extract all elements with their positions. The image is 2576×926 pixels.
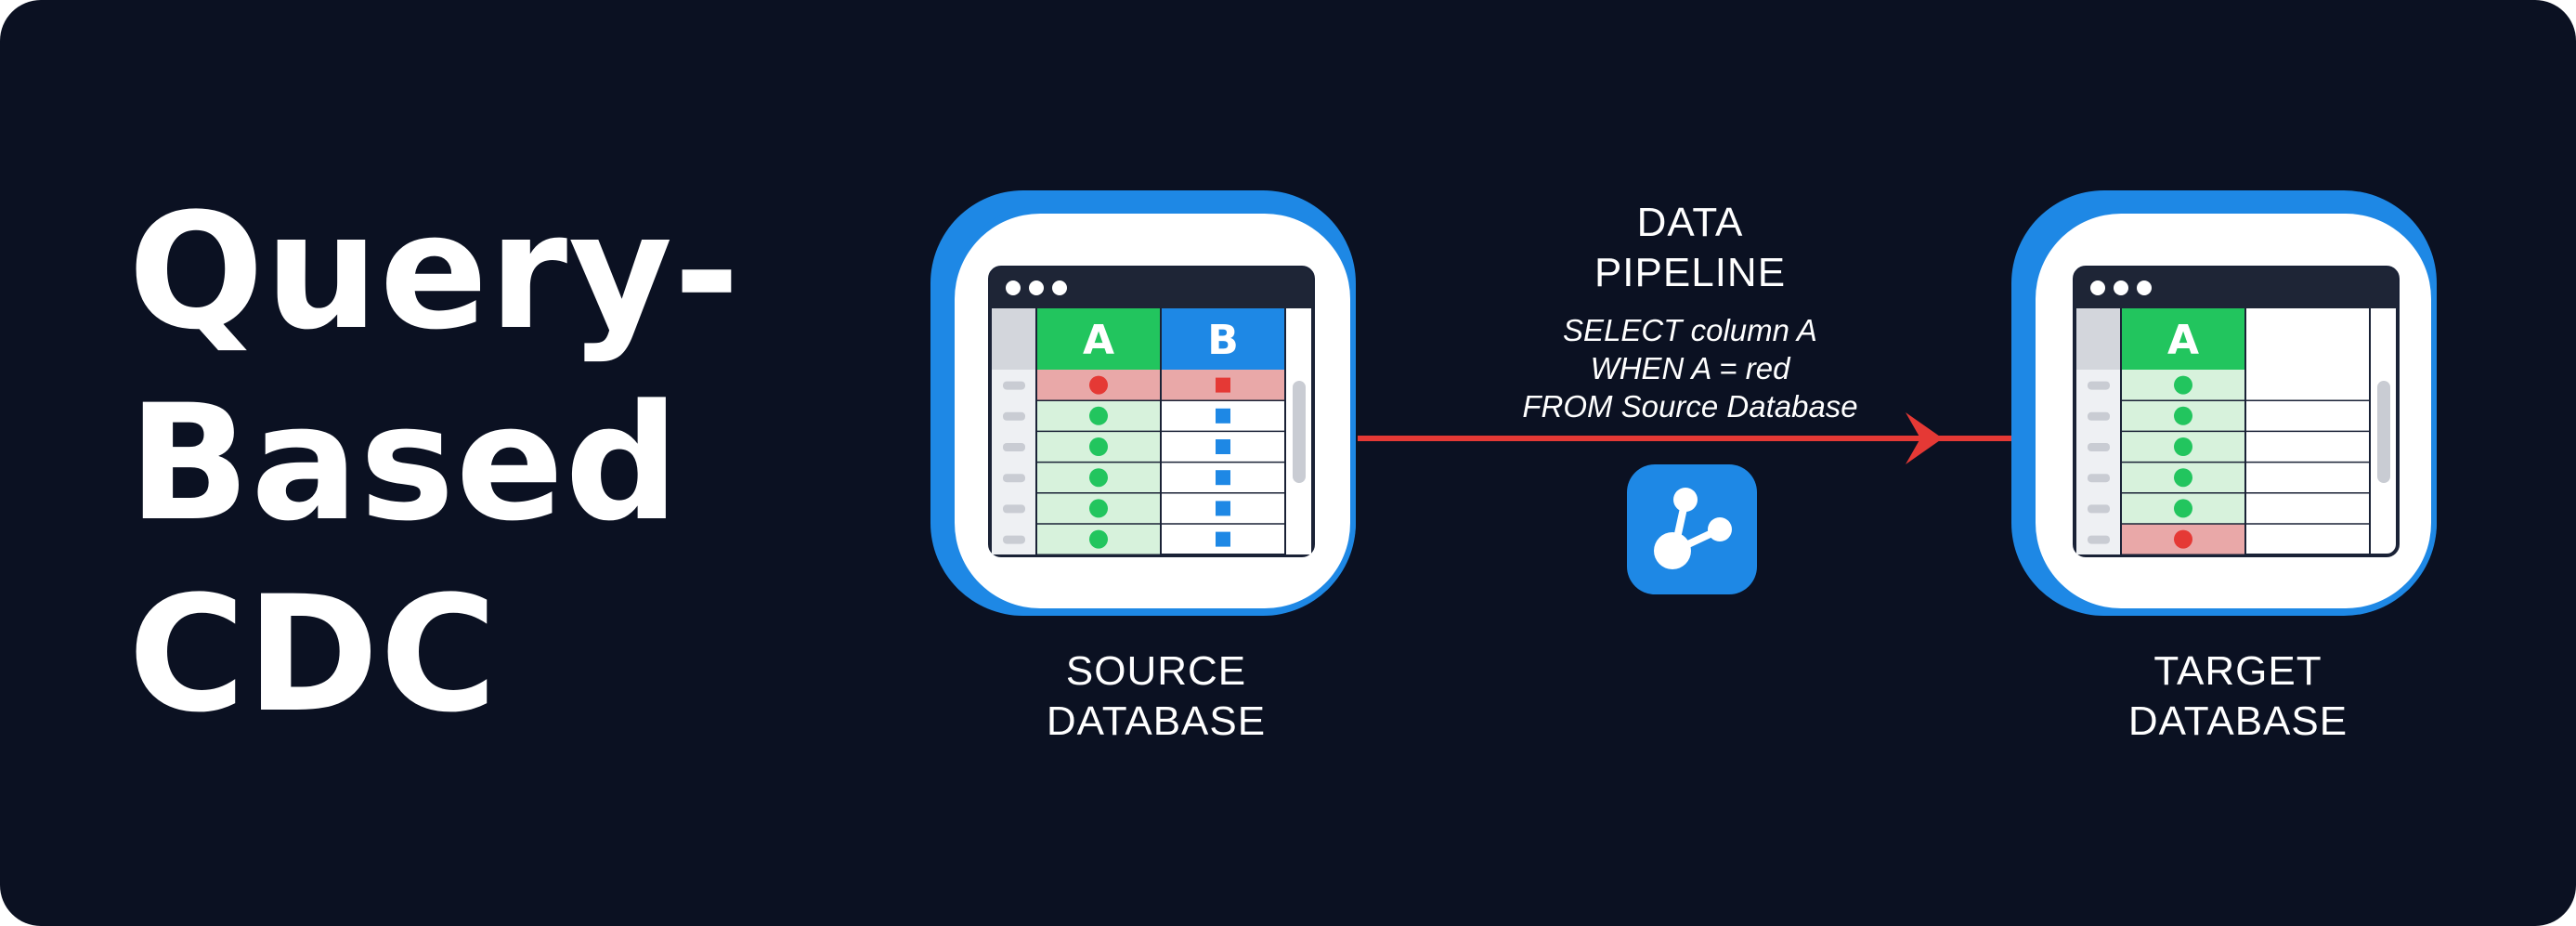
source-col-b-label: B <box>1207 317 1239 364</box>
target-database-icon: A <box>2011 190 2437 616</box>
source-window-dot-icon <box>1052 280 1067 295</box>
green-dot-marker <box>1089 437 1108 456</box>
source-window-dot-icon <box>1006 280 1021 295</box>
title-line-3: CDC <box>128 561 499 748</box>
target-label-line-1: TARGET <box>2153 648 2322 694</box>
source-database-label: SOURCE DATABASE <box>1003 646 1309 747</box>
pipeline-label-line-2: PIPELINE <box>1594 250 1787 295</box>
pipeline-label-line-1: DATA <box>1636 200 1744 245</box>
title-line-1: Query- <box>128 178 741 365</box>
red-dot-marker <box>2174 529 2192 549</box>
green-dot-marker <box>2174 375 2192 395</box>
blue-square-marker <box>1216 439 1230 454</box>
row-handle[interactable] <box>2088 535 2110 544</box>
red-square-marker <box>1216 377 1230 393</box>
target-scrollbar[interactable] <box>2377 381 2390 483</box>
source-col-b-header <box>1161 308 1285 370</box>
target-window-dot-icon <box>2137 280 2152 295</box>
green-dot-marker <box>1089 406 1108 425</box>
target-window-titlebar <box>2075 267 2398 308</box>
source-col-a-label: A <box>1083 317 1114 364</box>
target-window-dot-icon <box>2090 280 2105 295</box>
title-line-2: Based <box>128 370 681 556</box>
green-dot-marker <box>1089 499 1108 518</box>
blue-square-marker <box>1216 470 1230 486</box>
target-col-a-label: A <box>2167 317 2199 364</box>
row-handle[interactable] <box>1003 411 1025 421</box>
pipeline-arrow-head-icon <box>1906 412 1943 464</box>
source-col-a-header <box>1036 308 1161 370</box>
source-label-line-1: SOURCE <box>1065 648 1247 694</box>
source-corner-header <box>992 308 1036 370</box>
query-line-2: WHEN A = red <box>1590 351 1790 385</box>
green-dot-marker <box>2174 499 2192 518</box>
row-handle[interactable] <box>2088 411 2110 421</box>
blue-square-marker <box>1216 501 1230 516</box>
source-spreadsheet: A B <box>988 266 1315 557</box>
page-title: Query- Based CDC <box>128 176 741 750</box>
target-table-rows <box>2088 375 2370 555</box>
row-handle[interactable] <box>2088 504 2110 514</box>
green-dot-marker <box>2174 437 2192 456</box>
row-handle[interactable] <box>2088 443 2110 451</box>
data-pipeline-label: DATA PIPELINE <box>1542 198 1839 298</box>
blue-square-marker <box>1216 408 1230 424</box>
target-window-dot-icon <box>2114 280 2128 295</box>
source-scrollbar[interactable] <box>1293 381 1306 483</box>
green-dot-marker <box>1089 468 1108 488</box>
row-handle[interactable] <box>1003 535 1025 544</box>
row-handle[interactable] <box>1003 443 1025 451</box>
row-handle[interactable] <box>1003 474 1025 483</box>
target-database-label: TARGET DATABASE <box>2085 646 2391 747</box>
green-dot-marker <box>2174 406 2192 425</box>
target-spreadsheet: A <box>2073 266 2400 557</box>
blue-square-marker <box>1216 531 1230 547</box>
pipeline-node-icon <box>1627 464 1757 594</box>
row-handle[interactable] <box>1003 504 1025 514</box>
target-col-a-header <box>2121 308 2245 370</box>
target-corner-header <box>2076 308 2121 370</box>
source-window-titlebar <box>990 267 1313 308</box>
row-handle[interactable] <box>2088 474 2110 483</box>
green-dot-marker <box>2174 468 2192 488</box>
pipeline-query-text: SELECT column A WHEN A = red FROM Source… <box>1467 311 1913 425</box>
red-dot-marker <box>1089 375 1108 395</box>
query-line-3: FROM Source Database <box>1522 389 1858 424</box>
row-handle[interactable] <box>1003 381 1025 390</box>
target-label-line-2: DATABASE <box>2127 698 2348 744</box>
query-line-1: SELECT column A <box>1563 313 1817 347</box>
row-handle[interactable] <box>2088 381 2110 390</box>
green-dot-marker <box>1089 529 1108 549</box>
source-database-icon: A B <box>930 190 1356 616</box>
source-window-dot-icon <box>1029 280 1044 295</box>
source-label-line-2: DATABASE <box>1046 698 1267 744</box>
